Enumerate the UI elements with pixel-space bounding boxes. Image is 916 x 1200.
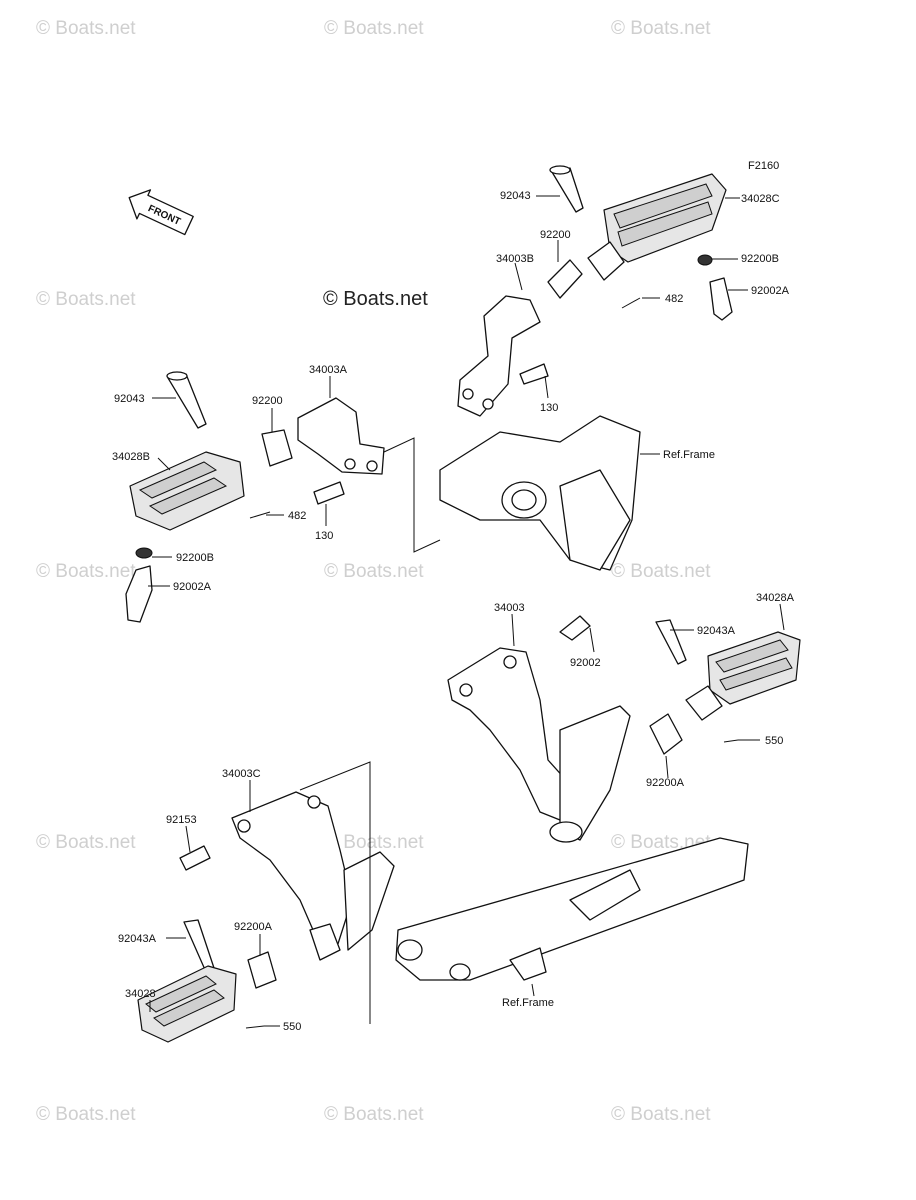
watermark: © Boats.net xyxy=(36,18,136,39)
bolt-130-top xyxy=(519,363,549,385)
watermark: © Boats.net xyxy=(36,289,136,310)
label-34028B: 34028B xyxy=(112,451,150,463)
watermark: © Boats.net xyxy=(324,1104,424,1125)
label-34028C: 34028C xyxy=(741,193,780,205)
rear-left-footrest-group xyxy=(125,371,385,623)
label-92153: 92153 xyxy=(166,814,197,826)
watermark: © Boats.net xyxy=(36,832,136,853)
label-92200B-top: 92200B xyxy=(741,253,779,265)
tip-92002A-left xyxy=(125,565,153,623)
rear-right-footrest-group xyxy=(439,165,733,571)
pin-92043-top xyxy=(549,165,584,213)
label-34003B: 34003B xyxy=(496,253,534,265)
bracket-34003A xyxy=(297,397,385,475)
footpeg-34028B xyxy=(129,451,245,531)
bolt-92153 xyxy=(179,845,211,871)
label-92200-top: 92200 xyxy=(540,229,571,241)
label-ref-frame-bottom: Ref.Frame xyxy=(502,997,554,1009)
watermark: © Boats.net xyxy=(36,1104,136,1125)
washer-92200B-top xyxy=(697,254,713,266)
label-482-left: 482 xyxy=(288,510,306,522)
label-92200A-right: 92200A xyxy=(646,777,685,789)
watermark: © Boats.net xyxy=(324,18,424,39)
watermark: © Boats.net xyxy=(324,832,424,853)
label-34003A: 34003A xyxy=(309,364,348,376)
bolt-130-left xyxy=(313,481,345,505)
watermark: © Boats.net xyxy=(611,561,711,582)
label-92002A-top: 92002A xyxy=(751,285,790,297)
label-92043A-left: 92043A xyxy=(118,933,157,945)
pin-92043A-right xyxy=(655,619,687,665)
bracket-34003 xyxy=(447,647,567,821)
label-92002A-left: 92002A xyxy=(173,581,212,593)
diagram-code: F2160 xyxy=(748,160,779,172)
leader-lines-bottom xyxy=(149,761,535,1027)
label-550-right: 550 xyxy=(765,735,783,747)
label-130-top: 130 xyxy=(540,402,558,414)
label-92043-top: 92043 xyxy=(500,190,531,202)
footpeg-34028A xyxy=(685,631,801,721)
watermark: © Boats.net xyxy=(611,1104,711,1125)
pin-92043A-left xyxy=(183,919,215,973)
footpeg-34028C xyxy=(587,173,727,281)
cotter-pin-550-left xyxy=(245,1025,265,1029)
rubber-92200A-left xyxy=(247,951,277,989)
label-92002: 92002 xyxy=(570,657,601,669)
cotter-pin-482-top xyxy=(621,297,641,309)
leader-lines-top xyxy=(514,195,748,455)
part-labels: 92043 34028C 92200 34003B 92200B 92002A … xyxy=(112,190,795,1033)
label-92200B-left: 92200B xyxy=(176,552,214,564)
label-ref-frame-top: Ref.Frame xyxy=(663,449,715,461)
label-34028: 34028 xyxy=(125,988,156,1000)
label-34028A: 34028A xyxy=(756,592,795,604)
rubber-92200-top xyxy=(547,259,583,299)
leader-lines-left xyxy=(148,376,441,587)
label-482-top: 482 xyxy=(665,293,683,305)
cotter-pin-482-left xyxy=(249,511,271,519)
washer-92200B-left xyxy=(135,547,153,559)
front-arrow-icon: FRONT xyxy=(128,189,194,236)
label-92043A-right: 92043A xyxy=(697,625,736,637)
label-92200-left: 92200 xyxy=(252,395,283,407)
bracket-34003B xyxy=(457,295,541,417)
label-34003C: 34003C xyxy=(222,768,261,780)
label-92200A-left: 92200A xyxy=(234,921,273,933)
label-34003: 34003 xyxy=(494,602,525,614)
watermark: © Boats.net xyxy=(324,561,424,582)
label-130-left: 130 xyxy=(315,530,333,542)
bolt-92002 xyxy=(559,615,591,641)
cotter-pin-550-right xyxy=(723,739,739,743)
front-left-footrest-group xyxy=(137,791,749,1043)
footpeg-34028 xyxy=(137,965,237,1043)
watermark: © Boats.net xyxy=(611,18,711,39)
leader-lines-mid-right xyxy=(511,603,785,779)
label-550-left: 550 xyxy=(283,1021,301,1033)
rubber-92200-left xyxy=(261,429,293,467)
label-92043-left: 92043 xyxy=(114,393,145,405)
rubber-92200A-right xyxy=(649,713,683,755)
front-right-footrest-group xyxy=(447,615,801,843)
tip-92002A-top xyxy=(709,277,733,321)
center-watermark: © Boats.net xyxy=(323,288,428,310)
frame-bottom xyxy=(395,837,749,981)
pin-92043-left xyxy=(167,373,207,429)
watermark: © Boats.net xyxy=(36,561,136,582)
